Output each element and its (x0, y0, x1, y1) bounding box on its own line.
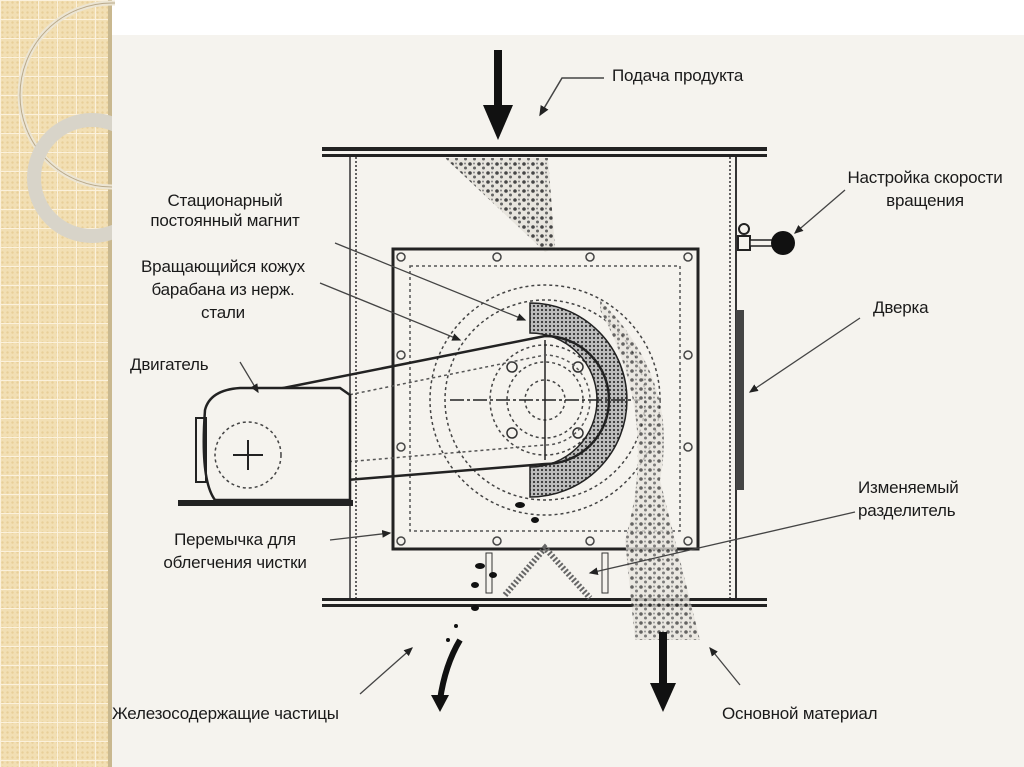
label-splitter-line2: разделитель (858, 501, 956, 520)
label-magnet-line2: постоянный магнит (150, 211, 300, 230)
label-speed-line1: Настройка скорости (847, 168, 1003, 187)
ferrous-output-arrow (437, 638, 463, 701)
label-speed-adjust: Настройка скорости вращения (820, 168, 1024, 211)
leader-lines (239, 189, 861, 695)
label-motor: Двигатель (130, 355, 209, 374)
ring-small (27, 113, 115, 243)
drum-bolts (506, 361, 584, 439)
main-material-stream (600, 300, 700, 640)
drive-belt (247, 334, 611, 490)
main-output-arrow (650, 632, 676, 712)
label-splitter: Изменяемый разделитель (858, 478, 959, 521)
sidebar-edge (108, 0, 112, 767)
label-cleaning-bridge: Перемычка для облегчения чистки (130, 530, 340, 573)
label-ferrous-particles: Железосодержащие частицы (112, 704, 339, 723)
label-drum-line1: Вращающийся кожух (141, 257, 305, 276)
label-main-material: Основной материал (722, 704, 878, 723)
label-stationary-magnet: Стационарный постоянный магнит (115, 191, 335, 231)
motor (178, 386, 353, 506)
label-drum-line2: барабана из нерж. (151, 280, 295, 299)
feed-leader-line (539, 77, 604, 117)
top-plate (322, 147, 767, 157)
ferrous-particles (446, 502, 539, 642)
splitter (485, 543, 609, 601)
feed-chute-material (445, 158, 555, 252)
door (736, 310, 744, 490)
label-bridge-line2: облегчения чистки (163, 553, 307, 572)
label-speed-line2: вращения (886, 191, 964, 210)
center-lines (450, 340, 640, 460)
speed-adjust-knob (737, 223, 795, 255)
label-door: Дверка (873, 298, 929, 317)
label-splitter-line1: Изменяемый (858, 478, 959, 497)
label-drum-line3: стали (201, 303, 245, 322)
feed-arrow (483, 50, 513, 140)
label-feed: Подача продукта (612, 66, 744, 85)
label-rotating-drum: Вращающийся кожух барабана из нерж. стал… (108, 257, 338, 323)
label-magnet-line1: Стационарный (167, 191, 283, 210)
bottom-plate (322, 598, 767, 607)
stationary-magnet (529, 302, 628, 498)
label-bridge-line1: Перемычка для (174, 530, 296, 549)
